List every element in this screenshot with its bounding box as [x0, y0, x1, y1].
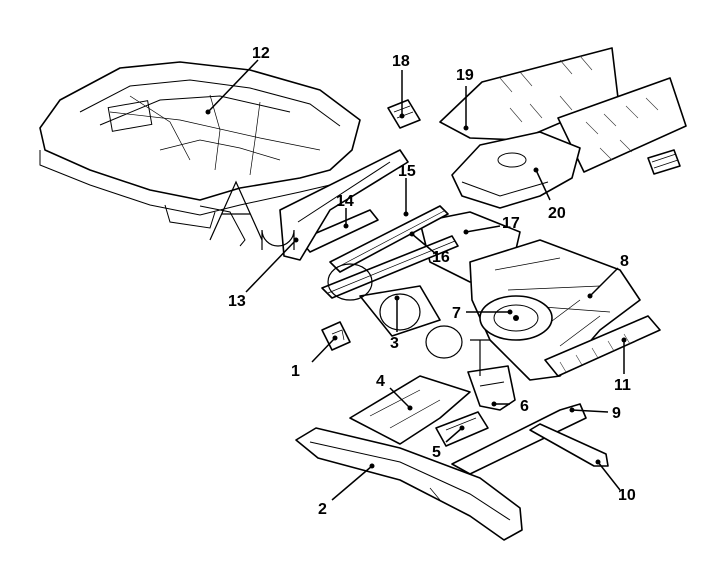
callout-14: 14 — [336, 193, 354, 210]
callout-13: 13 — [228, 293, 246, 310]
callout-11: 11 — [614, 377, 631, 394]
callout-6: 6 — [520, 398, 529, 415]
callout-3: 3 — [390, 335, 399, 352]
small-bracket — [387, 99, 421, 129]
support-bracket — [467, 365, 516, 411]
rear-floor-crossmember — [451, 131, 581, 209]
rear-rail — [529, 423, 609, 467]
tunnel-section — [359, 285, 441, 337]
callout-16: 16 — [432, 249, 450, 266]
callout-4: 4 — [376, 373, 385, 390]
boot-floor-panels — [439, 47, 687, 175]
front-floor-pan — [39, 61, 361, 247]
callout-2: 2 — [318, 501, 327, 518]
leader-line-10 — [597, 461, 621, 491]
side-sill-bracket — [279, 149, 409, 261]
callout-labels: 1 2 3 4 5 6 7 8 9 10 11 12 13 14 15 16 1… — [228, 45, 636, 518]
callout-10: 10 — [618, 487, 636, 504]
callout-9: 9 — [612, 405, 621, 422]
leader-line-2 — [331, 465, 373, 501]
leader-line-1 — [311, 337, 336, 363]
leader-line-5 — [445, 427, 463, 443]
leader-line-13 — [245, 239, 297, 293]
watermark — [209, 180, 490, 376]
callout-18: 18 — [392, 53, 410, 70]
callout-19: 19 — [456, 67, 474, 84]
leader-lines — [205, 59, 627, 501]
leader-line-9 — [571, 409, 609, 413]
leader-line-20 — [535, 169, 551, 201]
leader-line-4 — [389, 387, 411, 409]
spare-wheel-well — [479, 295, 553, 341]
callout-12: 12 — [252, 45, 270, 62]
leader-line-17 — [465, 225, 501, 233]
callout-17: 17 — [502, 215, 520, 232]
callout-7: 7 — [452, 305, 461, 322]
leader-line-12 — [207, 59, 259, 113]
rear-valance-panel — [544, 315, 661, 377]
callout-5: 5 — [432, 444, 441, 461]
leader-line-16 — [411, 233, 437, 255]
leader-line-8 — [589, 267, 619, 297]
callout-8: 8 — [620, 253, 629, 270]
callout-15: 15 — [398, 163, 416, 180]
callout-20: 20 — [548, 205, 566, 222]
callout-1: 1 — [291, 363, 300, 380]
longitudinal-member — [295, 427, 523, 541]
floor-rails — [299, 205, 459, 299]
